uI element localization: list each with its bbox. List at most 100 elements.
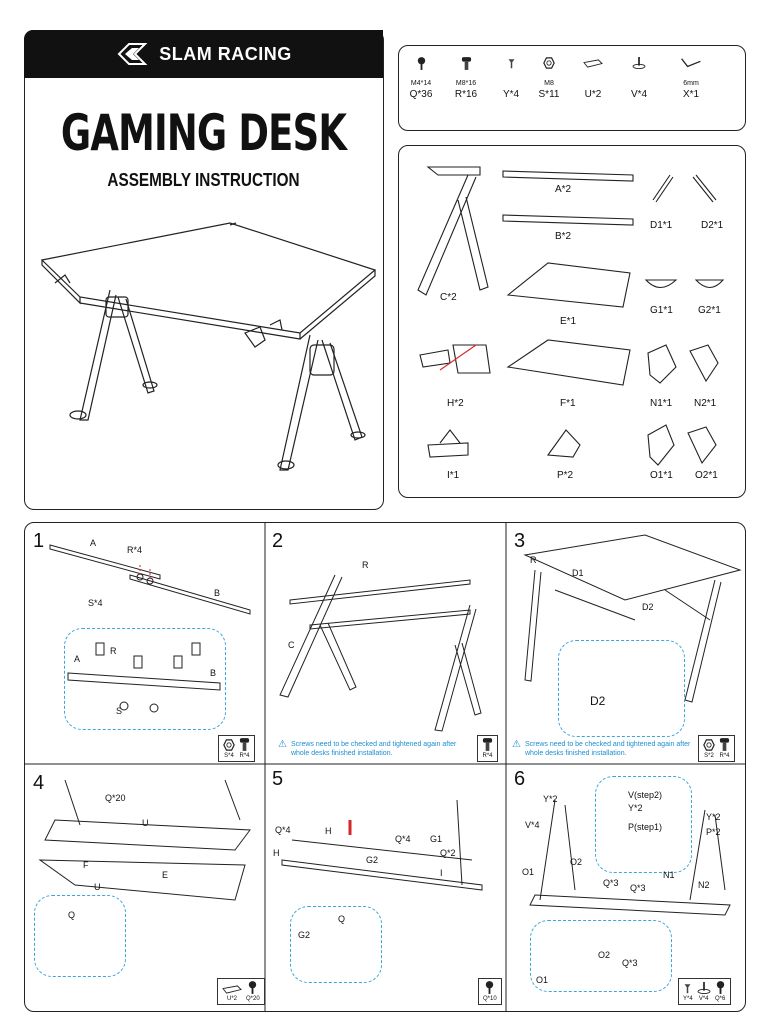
badge-qty: S*4	[224, 753, 234, 759]
step-1-zoom-label-r: R	[110, 646, 117, 656]
step-4-label-e: E	[162, 870, 169, 880]
brand-name: SLAM RACING	[159, 43, 292, 64]
step-4-label-q20: Q*20	[105, 793, 126, 803]
step-1-zoom-label-a: A	[74, 654, 81, 664]
part-label-g2: G2*1	[698, 305, 721, 316]
small-screw-icon	[683, 982, 692, 996]
warning-icon: ⚠	[512, 739, 521, 750]
page-title: GAMING DESK	[60, 104, 347, 162]
step-6-label-y2c: Y*2	[706, 812, 721, 822]
step-5-hardware-badge: Q*10	[478, 978, 502, 1005]
part-e-board	[506, 262, 631, 308]
step-6-label-o1: O1	[522, 867, 535, 877]
step-5-zoom-detail	[290, 906, 382, 983]
step-6-zoom-label-q3: Q*3	[622, 958, 638, 968]
step-6-zoom-step	[595, 776, 692, 873]
hardware-qty: V*4	[630, 89, 648, 100]
hardware-spec	[578, 80, 608, 89]
hardware-qty: U*2	[584, 89, 602, 100]
part-label-n2: N2*1	[694, 398, 717, 409]
connector-plate-icon	[578, 46, 608, 80]
hardware-panel	[398, 45, 746, 131]
screw-icon	[715, 981, 726, 996]
badge-qty: Q*6	[715, 996, 726, 1002]
step-3-number: 3	[514, 530, 526, 552]
hardware-spec: M8	[544, 80, 554, 87]
hardware-spec: 6mm	[683, 80, 699, 87]
step-4-label-u: U	[142, 818, 149, 828]
desk-illustration	[40, 222, 377, 471]
badge-qty: R*4	[482, 753, 493, 759]
badge-qty: Q*20	[246, 996, 260, 1002]
step-6-label-y2b: Y*2	[628, 803, 643, 813]
part-label-b: B*2	[555, 231, 572, 242]
part-label-o1: O1*1	[650, 470, 673, 481]
step-1-label-r4: R*4	[127, 545, 143, 555]
step-6-label-q3b: Q*3	[630, 883, 646, 893]
step-6-label-v4: V*4	[525, 820, 540, 830]
bolt-icon	[451, 46, 481, 80]
step-1-zoom-drawing	[67, 642, 221, 713]
screw-icon	[484, 981, 495, 996]
step-3-label-r: R	[530, 555, 537, 565]
part-label-h: H*2	[447, 398, 464, 409]
badge-item: Y*4	[683, 982, 693, 1002]
step-6-zoom-label-o1: O1	[536, 975, 549, 985]
step-6-label-o2: O2	[570, 857, 583, 867]
step-2-label-r: R	[362, 560, 369, 570]
foot-pad-icon	[697, 982, 711, 996]
step-6-illustration	[529, 799, 731, 916]
step-1-label-s4: S*4	[88, 598, 103, 608]
badge-item: V*4	[697, 982, 711, 1002]
bolt-icon	[482, 738, 493, 753]
screw-icon	[247, 981, 258, 996]
warning-icon: ⚠	[278, 739, 287, 750]
hardware-spec: M4*14	[410, 80, 432, 87]
step-5-label-h: H	[325, 826, 332, 836]
page-subtitle: ASSEMBLY INSTRUCTION	[107, 170, 300, 190]
part-label-p: P*2	[557, 470, 574, 481]
part-label-d1: D1*1	[650, 220, 673, 231]
hardware-qty: X*1	[682, 89, 700, 100]
step-3-zoom-label-d2: D2	[590, 694, 606, 708]
step-1-zoom-label-s: S	[116, 706, 123, 716]
badge-qty: Q*10	[483, 996, 497, 1002]
step-5-zoom-label-g2: G2	[298, 930, 311, 940]
badge-item: Q*6	[715, 981, 726, 1002]
part-label-i: I*1	[447, 470, 460, 481]
step-6-label-q3: Q*3	[603, 878, 619, 888]
step-5-label-g1: G1	[430, 834, 443, 844]
part-label-a: A*2	[555, 184, 572, 195]
badge-item: R*4	[482, 738, 493, 759]
foot-pad-icon	[624, 46, 654, 80]
part-a-rail	[502, 170, 634, 182]
step-5-number: 5	[272, 768, 284, 790]
allen-key-icon	[676, 46, 706, 80]
badge-qty: Y*4	[683, 996, 693, 1002]
step-6-label-y2: Y*2	[543, 794, 558, 804]
part-label-e: E*1	[560, 316, 577, 327]
part-label-n1: N1*1	[650, 398, 673, 409]
part-label-d2: D2*1	[701, 220, 724, 231]
step-4-zoom-label-q: Q	[68, 910, 76, 920]
badge-qty: V*4	[698, 996, 709, 1002]
small-screw-icon	[496, 46, 526, 80]
part-label-g1: G1*1	[650, 305, 673, 316]
hardware-qty: Y*4	[502, 89, 520, 100]
hex-nut-icon	[223, 739, 235, 753]
part-label-c: C*2	[440, 292, 457, 303]
part-f-board	[506, 339, 631, 386]
badge-qty: R*4	[239, 753, 250, 759]
step-5-zoom-label-q: Q	[338, 914, 346, 924]
badge-item: S*2	[703, 739, 715, 759]
brand-logo-icon	[117, 43, 148, 65]
step-3-label-d1: D1	[572, 568, 584, 578]
connector-plate-icon	[222, 985, 242, 996]
step-6-label-n1: N1	[663, 870, 675, 880]
step-1-label-a: A	[90, 538, 97, 548]
hardware-spec	[624, 80, 654, 89]
